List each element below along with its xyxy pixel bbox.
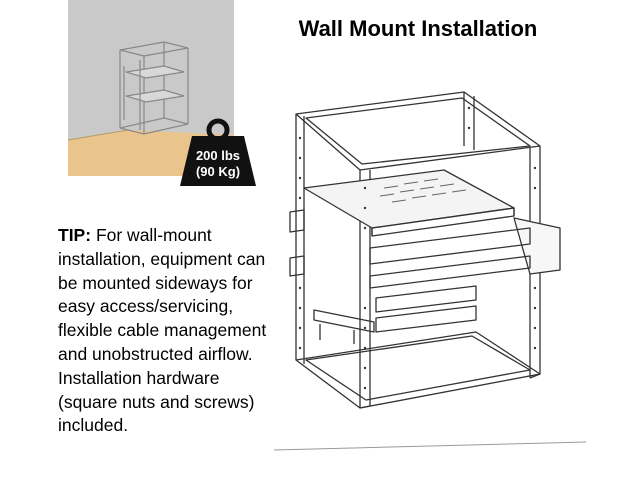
shelf-vent-slots — [379, 178, 467, 203]
tip-label: TIP: — [58, 225, 92, 245]
post-mounting-holes — [298, 106, 537, 390]
rack-diagram — [273, 91, 587, 451]
rack-line-drawing — [264, 78, 604, 463]
weight-capacity-badge: 200 lbs (90 Kg) — [176, 118, 260, 188]
mini-rack — [119, 41, 189, 135]
wall-baseline — [273, 441, 587, 451]
vented-shelf — [303, 169, 515, 229]
middle-beam — [369, 227, 531, 265]
side-rail — [513, 217, 561, 275]
tip-text: For wall-mount installation, equipment c… — [58, 225, 267, 436]
weight-lbs: 200 lbs — [195, 148, 241, 163]
page-title: Wall Mount Installation — [298, 16, 538, 41]
kettlebell-weight-icon — [180, 118, 256, 186]
tip-paragraph: TIP: For wall-mount installation, equipm… — [58, 224, 268, 438]
weight-kg: (90 Kg) — [195, 164, 241, 179]
lower-bracket — [375, 285, 477, 313]
